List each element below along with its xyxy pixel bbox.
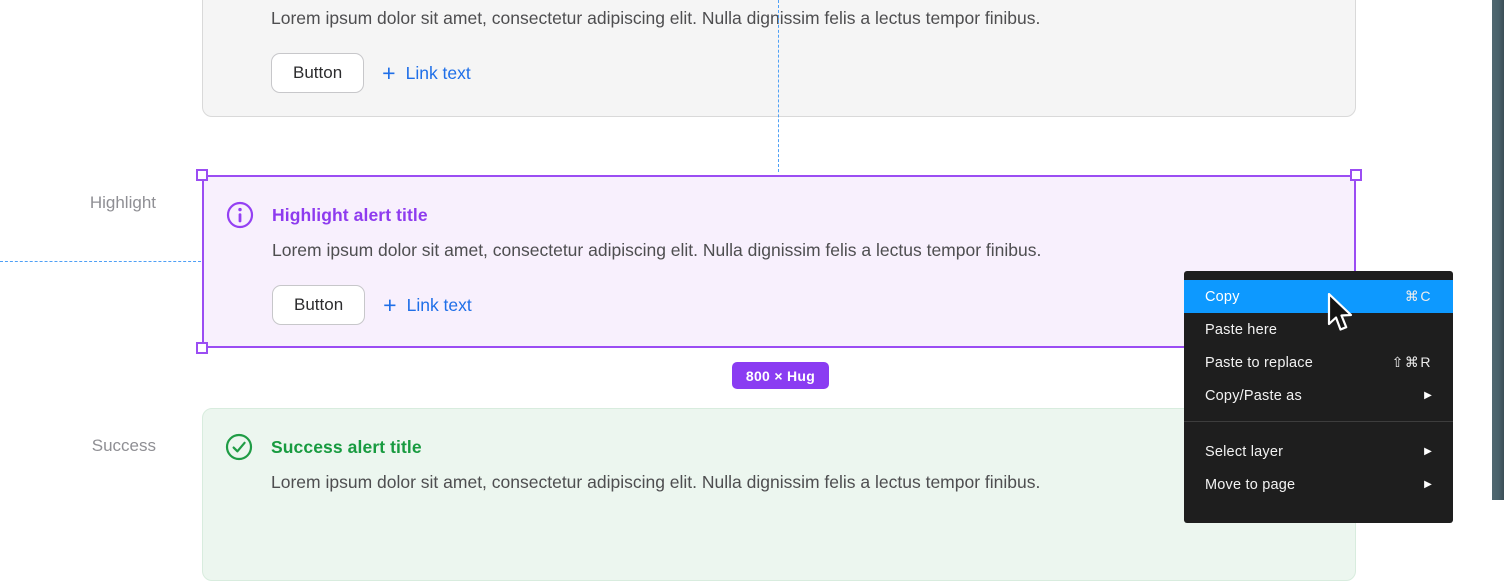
menu-item-copy-paste-as[interactable]: Copy/Paste as ▶ [1184,379,1453,412]
menu-item-label: Paste to replace [1205,354,1313,371]
menu-item-label: Copy [1205,288,1240,305]
info-icon [226,201,254,229]
alert-actions: Button + Link text [271,53,471,93]
alert-body-text: Lorem ipsum dolor sit amet, consectetur … [271,472,1041,492]
menu-item-label: Select layer [1205,443,1284,460]
menu-item-paste-to-replace[interactable]: Paste to replace ⇧⌘R [1184,346,1453,379]
alert-link[interactable]: + Link text [382,59,471,86]
alert-button[interactable]: Button [271,53,365,93]
alert-body-text: Lorem ipsum dolor sit amet, consectetur … [271,8,1041,28]
alert-body-text: Lorem ipsum dolor sit amet, consectetur … [272,240,1042,260]
alert-link[interactable]: + Link text [383,291,472,318]
alert-card-neutral[interactable]: Lorem ipsum dolor sit amet, consectetur … [202,0,1356,117]
menu-item-select-layer[interactable]: Select layer ▶ [1184,435,1453,468]
submenu-arrow-icon: ▶ [1424,446,1432,457]
selection-handle-bottom-left[interactable] [196,342,208,354]
link-label: Link text [406,294,472,315]
window-edge-strip [1492,0,1504,500]
alert-button[interactable]: Button [272,285,366,325]
submenu-arrow-icon: ▶ [1424,390,1432,401]
menu-item-move-to-page[interactable]: Move to page ▶ [1184,468,1453,501]
row-label-highlight: Highlight [89,193,156,212]
selection-handle-top-left[interactable] [196,169,208,181]
link-label: Link text [405,62,471,83]
menu-shortcut: ⌘C [1404,288,1432,304]
alert-card-success[interactable]: Success alert title Lorem ipsum dolor si… [202,408,1356,581]
menu-item-label: Paste here [1205,321,1278,338]
menu-item-label: Move to page [1205,476,1296,493]
menu-item-paste-here[interactable]: Paste here [1184,313,1453,346]
selection-size-badge: 800 × Hug [732,362,829,389]
alert-title: Success alert title [271,437,422,457]
plus-icon: + [383,291,397,318]
mouse-cursor-icon [1327,293,1353,331]
submenu-arrow-icon: ▶ [1424,479,1432,490]
context-menu: Copy ⌘C Paste here Paste to replace ⇧⌘R … [1184,271,1453,523]
vertical-snap-guide [778,0,779,172]
menu-separator [1184,421,1453,422]
row-label-success: Success [91,436,156,455]
selection-handle-top-right[interactable] [1350,169,1362,181]
plus-icon: + [382,59,396,86]
alert-title: Highlight alert title [272,205,428,225]
success-check-icon [225,433,253,461]
alert-card-highlight[interactable]: Highlight alert title Lorem ipsum dolor … [202,175,1356,348]
alert-actions: Button + Link text [272,285,472,325]
menu-item-copy[interactable]: Copy ⌘C [1184,280,1453,313]
horizontal-snap-guide [0,261,201,262]
menu-item-label: Copy/Paste as [1205,387,1302,404]
menu-shortcut: ⇧⌘R [1391,354,1432,370]
